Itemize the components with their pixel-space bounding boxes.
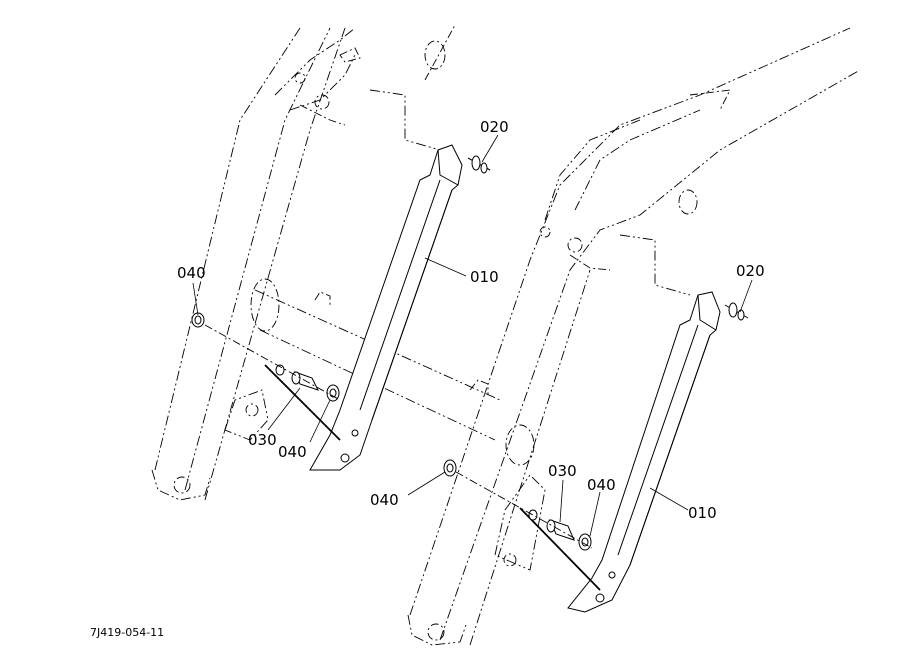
right-hardware (443, 302, 749, 551)
callout-right-030: 030 (548, 462, 577, 480)
callout-left-040-upper: 040 (177, 264, 206, 282)
callout-right-010: 010 (688, 504, 717, 522)
right-link-rod (519, 291, 721, 613)
callout-left-020: 020 (480, 118, 509, 136)
callout-right-020: 020 (736, 262, 765, 280)
left-loader-arm-outline (151, 24, 456, 501)
callout-right-040-upper: 040 (370, 491, 399, 509)
drawing-code: 7J419-054-11 (90, 626, 164, 639)
callout-right-040-lower: 040 (587, 476, 616, 494)
callout-left-010: 010 (470, 268, 499, 286)
left-hardware (191, 155, 491, 402)
leader-lines (192, 134, 753, 537)
callout-left-030: 030 (248, 431, 277, 449)
left-link-rod (264, 144, 463, 471)
callout-left-040-lower: 040 (278, 443, 307, 461)
right-loader-arm-outline (407, 27, 861, 646)
